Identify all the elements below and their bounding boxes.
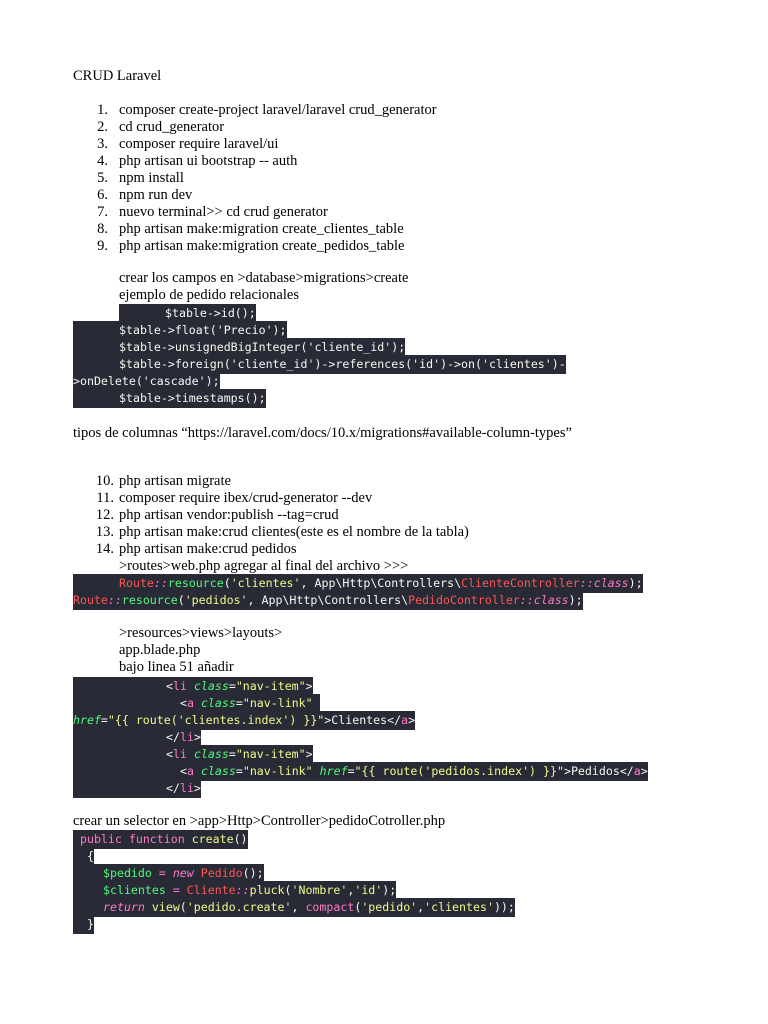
step-b-number: 12. <box>95 507 114 523</box>
nav-li-open-2: <li class="nav-item"> <box>73 745 313 764</box>
step-b-number: 10. <box>95 473 114 489</box>
step-b-text: php artisan migrate <box>119 473 231 489</box>
code-line-float: $table->float('Precio'); <box>73 321 287 340</box>
nav-a-open-1: <a class="nav-link" <box>73 694 320 713</box>
step-b-number: 14. <box>95 541 114 557</box>
step-a-number: 3. <box>97 136 108 152</box>
document-title: CRUD Laravel <box>73 68 162 84</box>
step-a-number: 7. <box>97 204 108 220</box>
column-types-note: tipos de columnas “https://laravel.com/d… <box>73 425 572 441</box>
code-line-id: $table->id(); <box>119 304 256 323</box>
ctrl-line-pedido: $pedido = new Pedido(); <box>73 864 264 883</box>
ctrl-func-signature: public function create() <box>73 830 248 849</box>
step-a-text: npm run dev <box>119 187 193 203</box>
ctrl-line-return: return view('pedido.create', compact('pe… <box>73 898 515 917</box>
blade-file-note: app.blade.php <box>119 642 201 658</box>
step-a-text: nuevo terminal>> cd crud generator <box>119 204 328 220</box>
code-line-foreign: $table->foreign('cliente_id')->reference… <box>73 355 566 374</box>
step-a-text: npm install <box>119 170 184 186</box>
code-line-ondelete: >onDelete('cascade'); <box>73 372 220 391</box>
code-line-timestamps: $table->timestamps(); <box>73 389 266 408</box>
step-b-text: php artisan make:crud pedidos <box>119 541 297 557</box>
nav-a-href-1: href="{{ route('clientes.index') }}">Cli… <box>73 711 416 730</box>
step-b-text: php artisan make:crud clientes(este es e… <box>119 524 469 540</box>
nav-a-line-2: <a class="nav-link" href="{{ route('pedi… <box>73 762 648 781</box>
note-ejemplo: ejemplo de pedido relacionales <box>119 287 299 303</box>
ctrl-line-clientes: $clientes = Cliente::pluck('Nombre','id'… <box>73 881 397 900</box>
step-b-number: 11. <box>96 490 114 506</box>
step-b-text: composer require ibex/crud-generator --d… <box>119 490 373 506</box>
code-line-unsigned: $table->unsignedBigInteger('cliente_id')… <box>73 338 406 357</box>
ctrl-open-brace: { <box>73 847 94 866</box>
note-campos: crear los campos en >database>migrations… <box>119 270 409 286</box>
step-a-text: php artisan make:migration create_client… <box>119 221 404 237</box>
step-a-number: 5. <box>97 170 108 186</box>
step-a-text: composer create-project laravel/laravel … <box>119 102 437 118</box>
step-a-text: php artisan make:migration create_pedido… <box>119 238 405 254</box>
ctrl-close-brace: } <box>73 915 94 934</box>
layouts-path-note: >resources>views>layouts> <box>119 625 283 641</box>
step-a-text: php artisan ui bootstrap -- auth <box>119 153 298 169</box>
line-51-note: bajo linea 51 añadir <box>119 659 234 675</box>
step-a-text: cd crud_generator <box>119 119 225 135</box>
step-a-number: 4. <box>97 153 108 169</box>
step-a-number: 1. <box>97 102 108 118</box>
step-a-number: 9. <box>97 238 108 254</box>
nav-li-close-1: </li> <box>73 728 201 747</box>
step-a-number: 8. <box>97 221 108 237</box>
step-a-text: composer require laravel/ui <box>119 136 279 152</box>
selector-note: crear un selector en >app>Http>Controlle… <box>73 813 446 829</box>
step-a-number: 2. <box>97 119 108 135</box>
step-b-text: php artisan vendor:publish --tag=crud <box>119 507 339 523</box>
route-line-pedidos: Route::resource('pedidos', App\Http\Cont… <box>73 591 583 610</box>
nav-li-close-2: </li> <box>73 779 201 798</box>
nav-li-open-1: <li class="nav-item"> <box>73 677 313 696</box>
routes-note: >routes>web.php agregar al final del arc… <box>119 558 409 574</box>
step-b-number: 13. <box>95 524 114 540</box>
route-line-clientes: Route::resource('clientes', App\Http\Con… <box>73 574 643 593</box>
step-a-number: 6. <box>97 187 108 203</box>
